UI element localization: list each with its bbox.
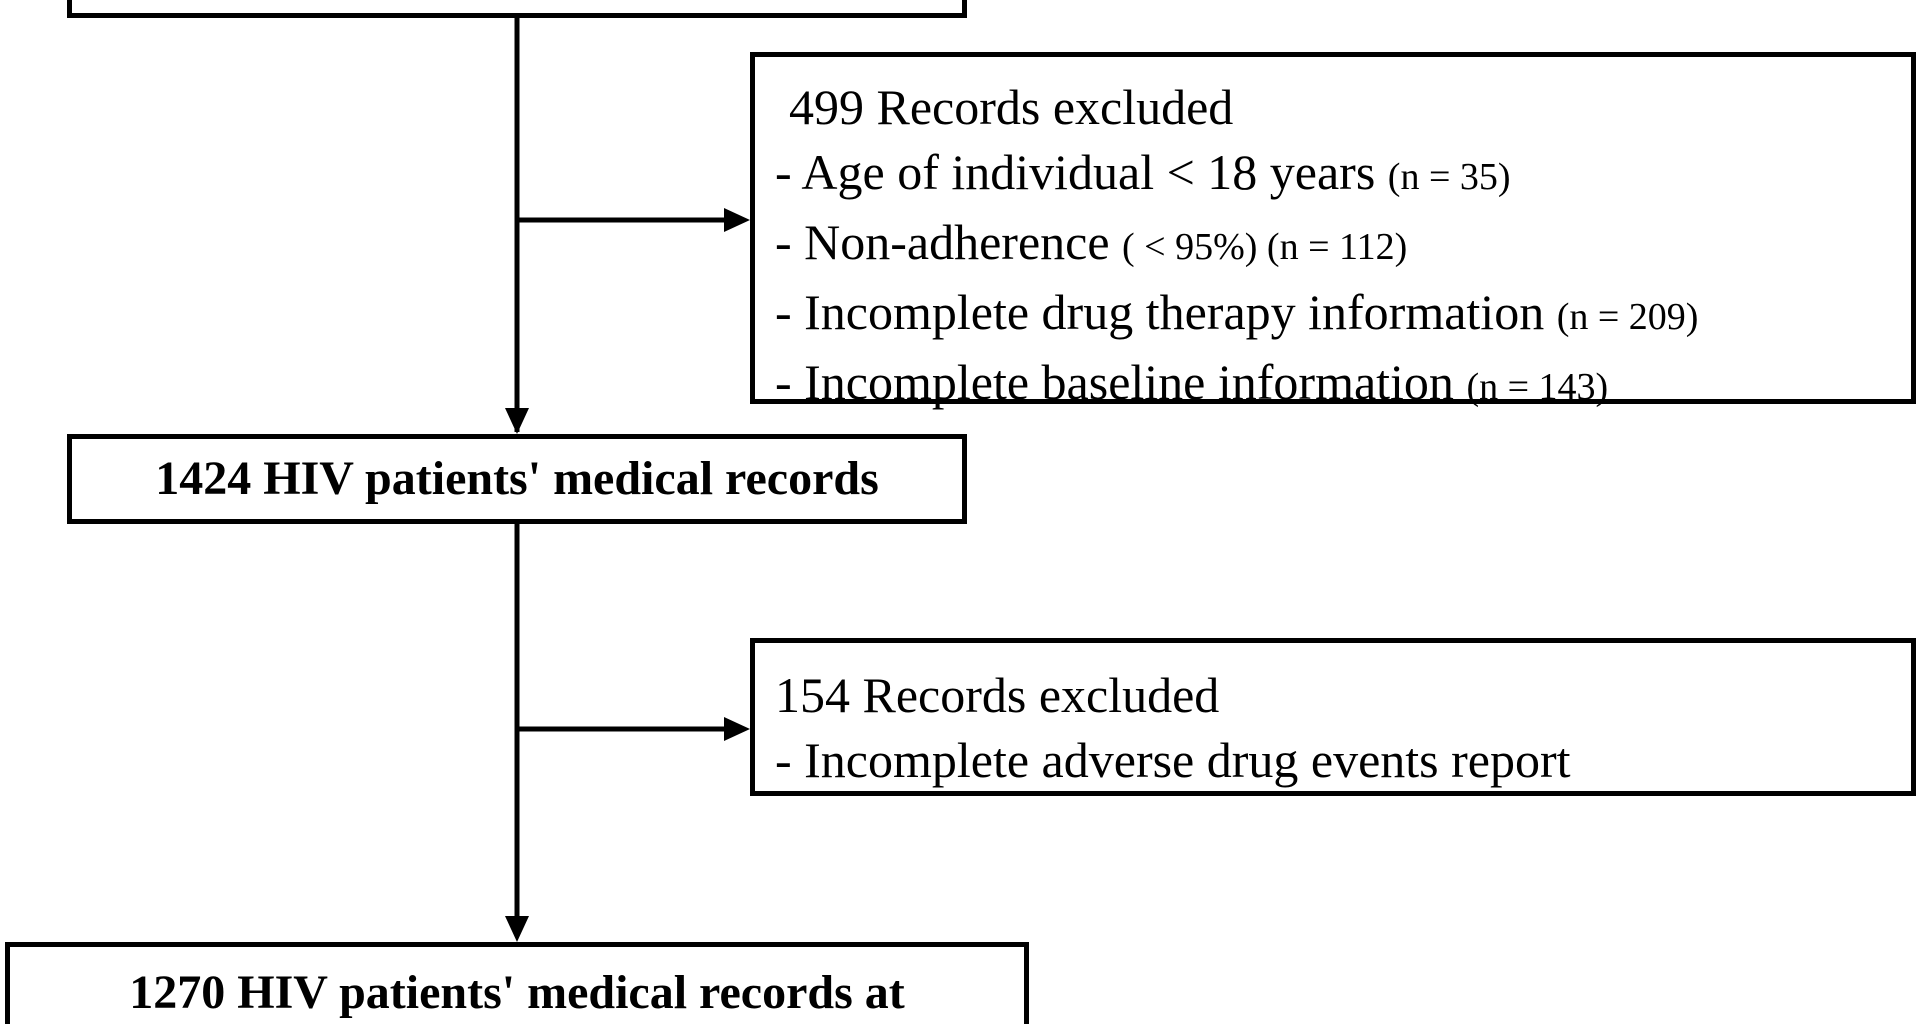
records-1270-box: 1270 HIV patients' medical records at [5,942,1029,1024]
arrowhead-1270 [505,916,529,942]
top-source-box [67,0,967,18]
arrowhead-exclusion-2 [724,717,750,741]
exclusion-1-item-count: ( < 95%) (n = 112) [1122,226,1408,268]
exclusion-1-item: - Incomplete baseline information (n = 1… [775,350,1911,420]
exclusion-1-item: - Non-adherence ( < 95%) (n = 112) [775,210,1911,280]
exclusion-box-2: 154 Records excluded - Incomplete advers… [750,638,1916,796]
arrowhead-1424 [505,408,529,434]
exclusion-2-item: - Incomplete adverse drug events report [775,732,1571,788]
exclusion-1-item-label: - Non-adherence [775,214,1123,270]
exclusion-1-item-label: - Incomplete drug therapy information [775,284,1557,340]
records-1270-text: 1270 HIV patients' medical records at [129,966,905,1019]
exclusion-2-title: 154 Records excluded [775,667,1220,723]
exclusion-box-1: 499 Records excluded - Age of individual… [750,52,1916,410]
exclusion-1-item: - Age of individual < 18 years (n = 35) [775,140,1911,210]
exclusion-1-item-count: (n = 143) [1466,366,1609,408]
exclusion-1-item: - Incomplete drug therapy information (n… [775,280,1911,350]
exclusion-1-item-count: (n = 35) [1387,156,1511,198]
exclusion-1-item-label: - Incomplete baseline information [775,354,1467,410]
exclusion-1-title: 499 Records excluded [789,79,1234,135]
records-1424-text: 1424 HIV patients' medical records [155,452,879,505]
exclusion-1-item-label: - Age of individual < 18 years [775,144,1388,200]
exclusion-1-item-count: (n = 209) [1556,296,1699,338]
records-1424-box: 1424 HIV patients' medical records [67,434,967,524]
arrowhead-exclusion-1 [724,208,750,232]
